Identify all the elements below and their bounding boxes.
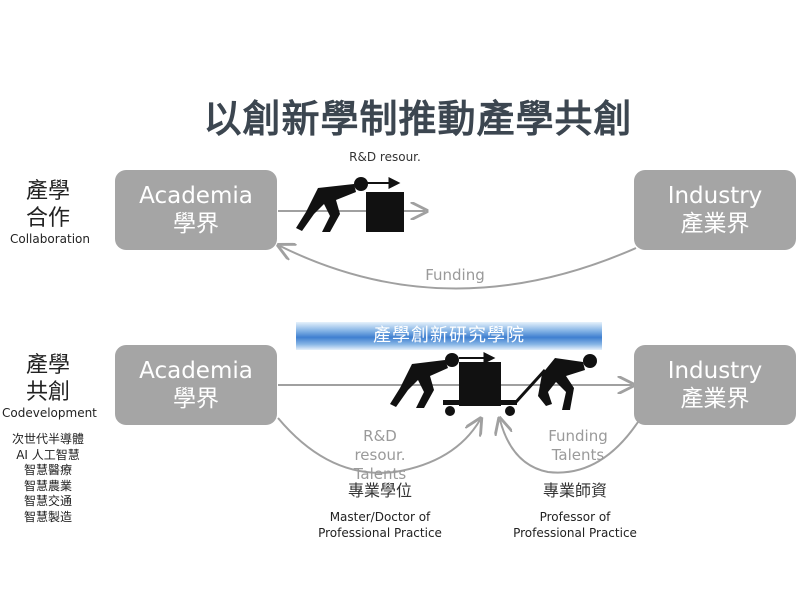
- top-industry-zh: 產業界: [680, 211, 750, 237]
- top-industry-box: Industry 產業界: [634, 170, 796, 250]
- application-item: 智慧製造: [23, 509, 72, 524]
- page-title: 以創新學制推動產學共創: [203, 97, 633, 141]
- left-flow-talents: Talents: [353, 465, 407, 483]
- bottom-industry-en: Industry: [667, 358, 763, 384]
- codevelopment-zh-line1: 產學: [25, 353, 70, 378]
- application-item: 智慧醫療: [23, 463, 72, 477]
- right-flow-talents: Talents: [551, 446, 605, 464]
- faculty-label-group: 專業師資 Professor of Professional Practice: [495, 481, 655, 541]
- right-flow-labels: Funding Talents: [538, 427, 618, 465]
- bottom-industry-box: Industry 產業界: [634, 345, 796, 425]
- top-academia-en: Academia: [139, 183, 253, 209]
- top-funding-label: Funding: [425, 266, 485, 284]
- codevelopment-en: Codevelopment: [2, 406, 97, 420]
- right-flow-funding: Funding: [548, 427, 608, 445]
- left-flow-resour: resour.: [354, 446, 406, 464]
- degree-en-line2: Professional Practice: [318, 526, 442, 540]
- collaboration-zh-line2: 合作: [25, 206, 70, 231]
- cart-push-pull-icon: [390, 352, 597, 416]
- collaboration-label-group: 產學 合作 Collaboration: [10, 178, 90, 246]
- codevelopment-label-group: 產學 共創 Codevelopment: [2, 352, 97, 420]
- top-academia-box: Academia 學界: [115, 170, 277, 250]
- top-rd-label: R&D resour.: [349, 150, 421, 164]
- application-item: AI 人工智慧: [16, 447, 80, 462]
- application-item: 智慧農業: [23, 478, 72, 493]
- bottom-academia-en: Academia: [139, 358, 253, 384]
- faculty-en-line1: Professor of: [539, 510, 611, 524]
- bottom-academia-zh: 學界: [173, 386, 219, 412]
- collaboration-en: Collaboration: [10, 232, 90, 246]
- institute-banner: 產學創新研究學院: [296, 322, 602, 350]
- degree-label-group: 專業學位 Master/Doctor of Professional Pract…: [300, 481, 460, 541]
- collaboration-zh-line1: 產學: [25, 179, 70, 204]
- application-list: 次世代半導體 AI 人工智慧 智慧醫療 智慧農業 智慧交通 智慧製造: [0, 432, 96, 525]
- right-flow-arrow: [500, 420, 639, 474]
- top-academia-zh: 學界: [173, 211, 219, 237]
- left-flow-labels: R&D resour. Talents: [340, 427, 420, 484]
- bottom-academia-box: Academia 學界: [115, 345, 277, 425]
- top-industry-en: Industry: [667, 183, 763, 209]
- bottom-industry-zh: 產業界: [680, 386, 750, 412]
- codevelopment-zh-line2: 共創: [25, 380, 70, 405]
- pushing-person-icon: [296, 177, 404, 232]
- application-item: 智慧交通: [23, 494, 72, 508]
- application-item: 次世代半導體: [11, 432, 84, 446]
- faculty-zh: 專業師資: [542, 481, 607, 500]
- left-flow-arrow: [277, 418, 480, 474]
- degree-en-line1: Master/Doctor of: [329, 510, 431, 524]
- left-flow-rd: R&D: [363, 427, 397, 445]
- faculty-en-line2: Professional Practice: [513, 526, 637, 540]
- degree-zh: 專業學位: [347, 481, 412, 500]
- top-funding-arrow: [280, 246, 637, 290]
